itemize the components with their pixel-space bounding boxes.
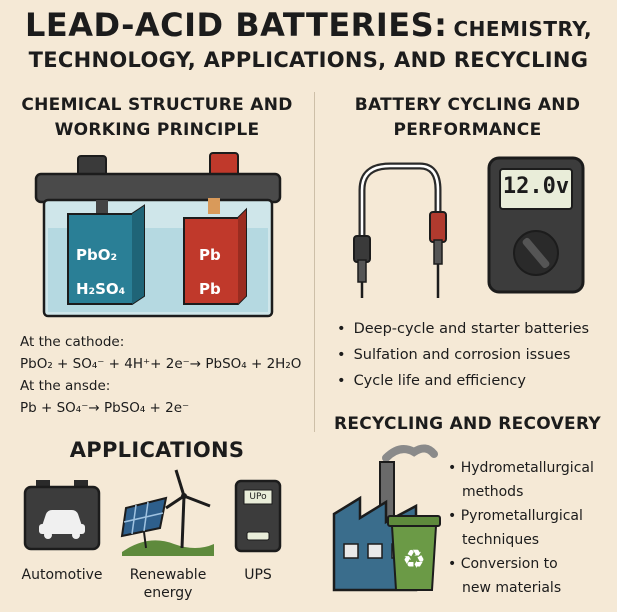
cycling-bullet: Cycle life and efficiency	[337, 368, 617, 394]
multimeter-icon	[487, 156, 585, 294]
recycling-item-text: Hydrometallurgical	[460, 460, 594, 476]
recycling-item: • Pyrometallurgical techniques	[448, 504, 616, 552]
ups-display-text: UPo	[249, 492, 267, 502]
recycling-item-line1: • Hydrometallurgical	[448, 460, 594, 476]
solar-wind-icon	[120, 469, 214, 556]
recycling-item: • Hydrometallurgical methods	[448, 456, 616, 504]
app-label-automotive: Automotive	[21, 567, 103, 583]
chemical-heading: CHEMICAL STRUCTURE AND WORKING PRINCIPLE	[0, 93, 314, 143]
title-part1: LEAD-ACID BATTERIES:	[24, 6, 448, 44]
recycling-item-line1: • Pyrometallurgical	[448, 508, 583, 524]
ups-icon	[234, 479, 282, 553]
cell-left-label-2: H₂SO₄	[76, 280, 126, 298]
cycling-bullet-list: Deep-cycle and starter batteries Sulfati…	[337, 316, 617, 394]
recycling-item-line2: techniques	[462, 532, 540, 548]
recycling-item-line1: • Conversion to	[448, 556, 558, 572]
cell-right-label-2: Pb	[199, 280, 221, 298]
recycling-item-text: Pyrometallurgical	[460, 508, 583, 524]
title-part2: CHEMISTRY,	[453, 17, 593, 41]
cycling-heading-line2: PERFORMANCE	[393, 120, 542, 140]
cathode-equation: PbO₂ + SO₄⁻ + 4H⁺+ 2e⁻→ PbSO₄ + 2H₂O	[20, 356, 302, 372]
app-label-ups: UPS	[244, 567, 272, 583]
cell-right-label-1: Pb	[199, 246, 221, 264]
anode-equation: Pb + SO₄⁻→ PbSO₄ + 2e⁻	[20, 400, 190, 416]
cycling-heading-line1: BATTERY CYCLING AND	[354, 95, 581, 115]
cell-left-label-1: PbO₂	[76, 246, 118, 264]
recycling-heading: RECYCLING AND RECOVERY	[333, 414, 602, 434]
title-line2: TECHNOLOGY, APPLICATIONS, AND RECYCLING	[28, 48, 589, 72]
cycling-bullet: Sulfation and corrosion issues	[337, 342, 617, 368]
car-battery-icon	[23, 480, 101, 551]
chemical-heading-line1: CHEMICAL STRUCTURE AND	[21, 95, 293, 115]
anode-label: At the ansde:	[20, 378, 111, 394]
page-title: LEAD-ACID BATTERIES: CHEMISTRY,	[0, 6, 617, 44]
applications-heading: APPLICATIONS	[69, 438, 245, 462]
app-label-renewable: Renewable energy	[114, 566, 222, 602]
cathode-label: At the cathode:	[20, 334, 125, 350]
meter-reading: 12.0v	[502, 174, 570, 199]
recycling-item-text: Conversion to	[460, 556, 558, 572]
reaction-equations: At the cathode: PbO₂ + SO₄⁻ + 4H⁺+ 2e⁻→ …	[20, 331, 312, 419]
app-label-renewable-line1: Renewable	[129, 567, 207, 583]
cycling-heading: BATTERY CYCLING AND PERFORMANCE	[318, 93, 617, 143]
cycling-bullet: Deep-cycle and starter batteries	[337, 316, 617, 342]
column-divider	[314, 92, 315, 432]
app-label-renewable-line2: energy	[143, 585, 193, 601]
recycling-item: • Conversion to new materials	[448, 552, 616, 600]
recycling-item-line2: methods	[462, 484, 524, 500]
svg-text:♻: ♻	[402, 545, 425, 575]
recycling-list: • Hydrometallurgical methods • Pyrometal…	[448, 456, 616, 600]
recycle-bin-icon: ♻	[387, 515, 441, 591]
battery-cell-diagram	[34, 152, 282, 318]
chemical-heading-line2: WORKING PRINCIPLE	[54, 120, 260, 140]
test-probes-icon	[353, 162, 447, 298]
recycling-item-line2: new materials	[462, 580, 562, 596]
